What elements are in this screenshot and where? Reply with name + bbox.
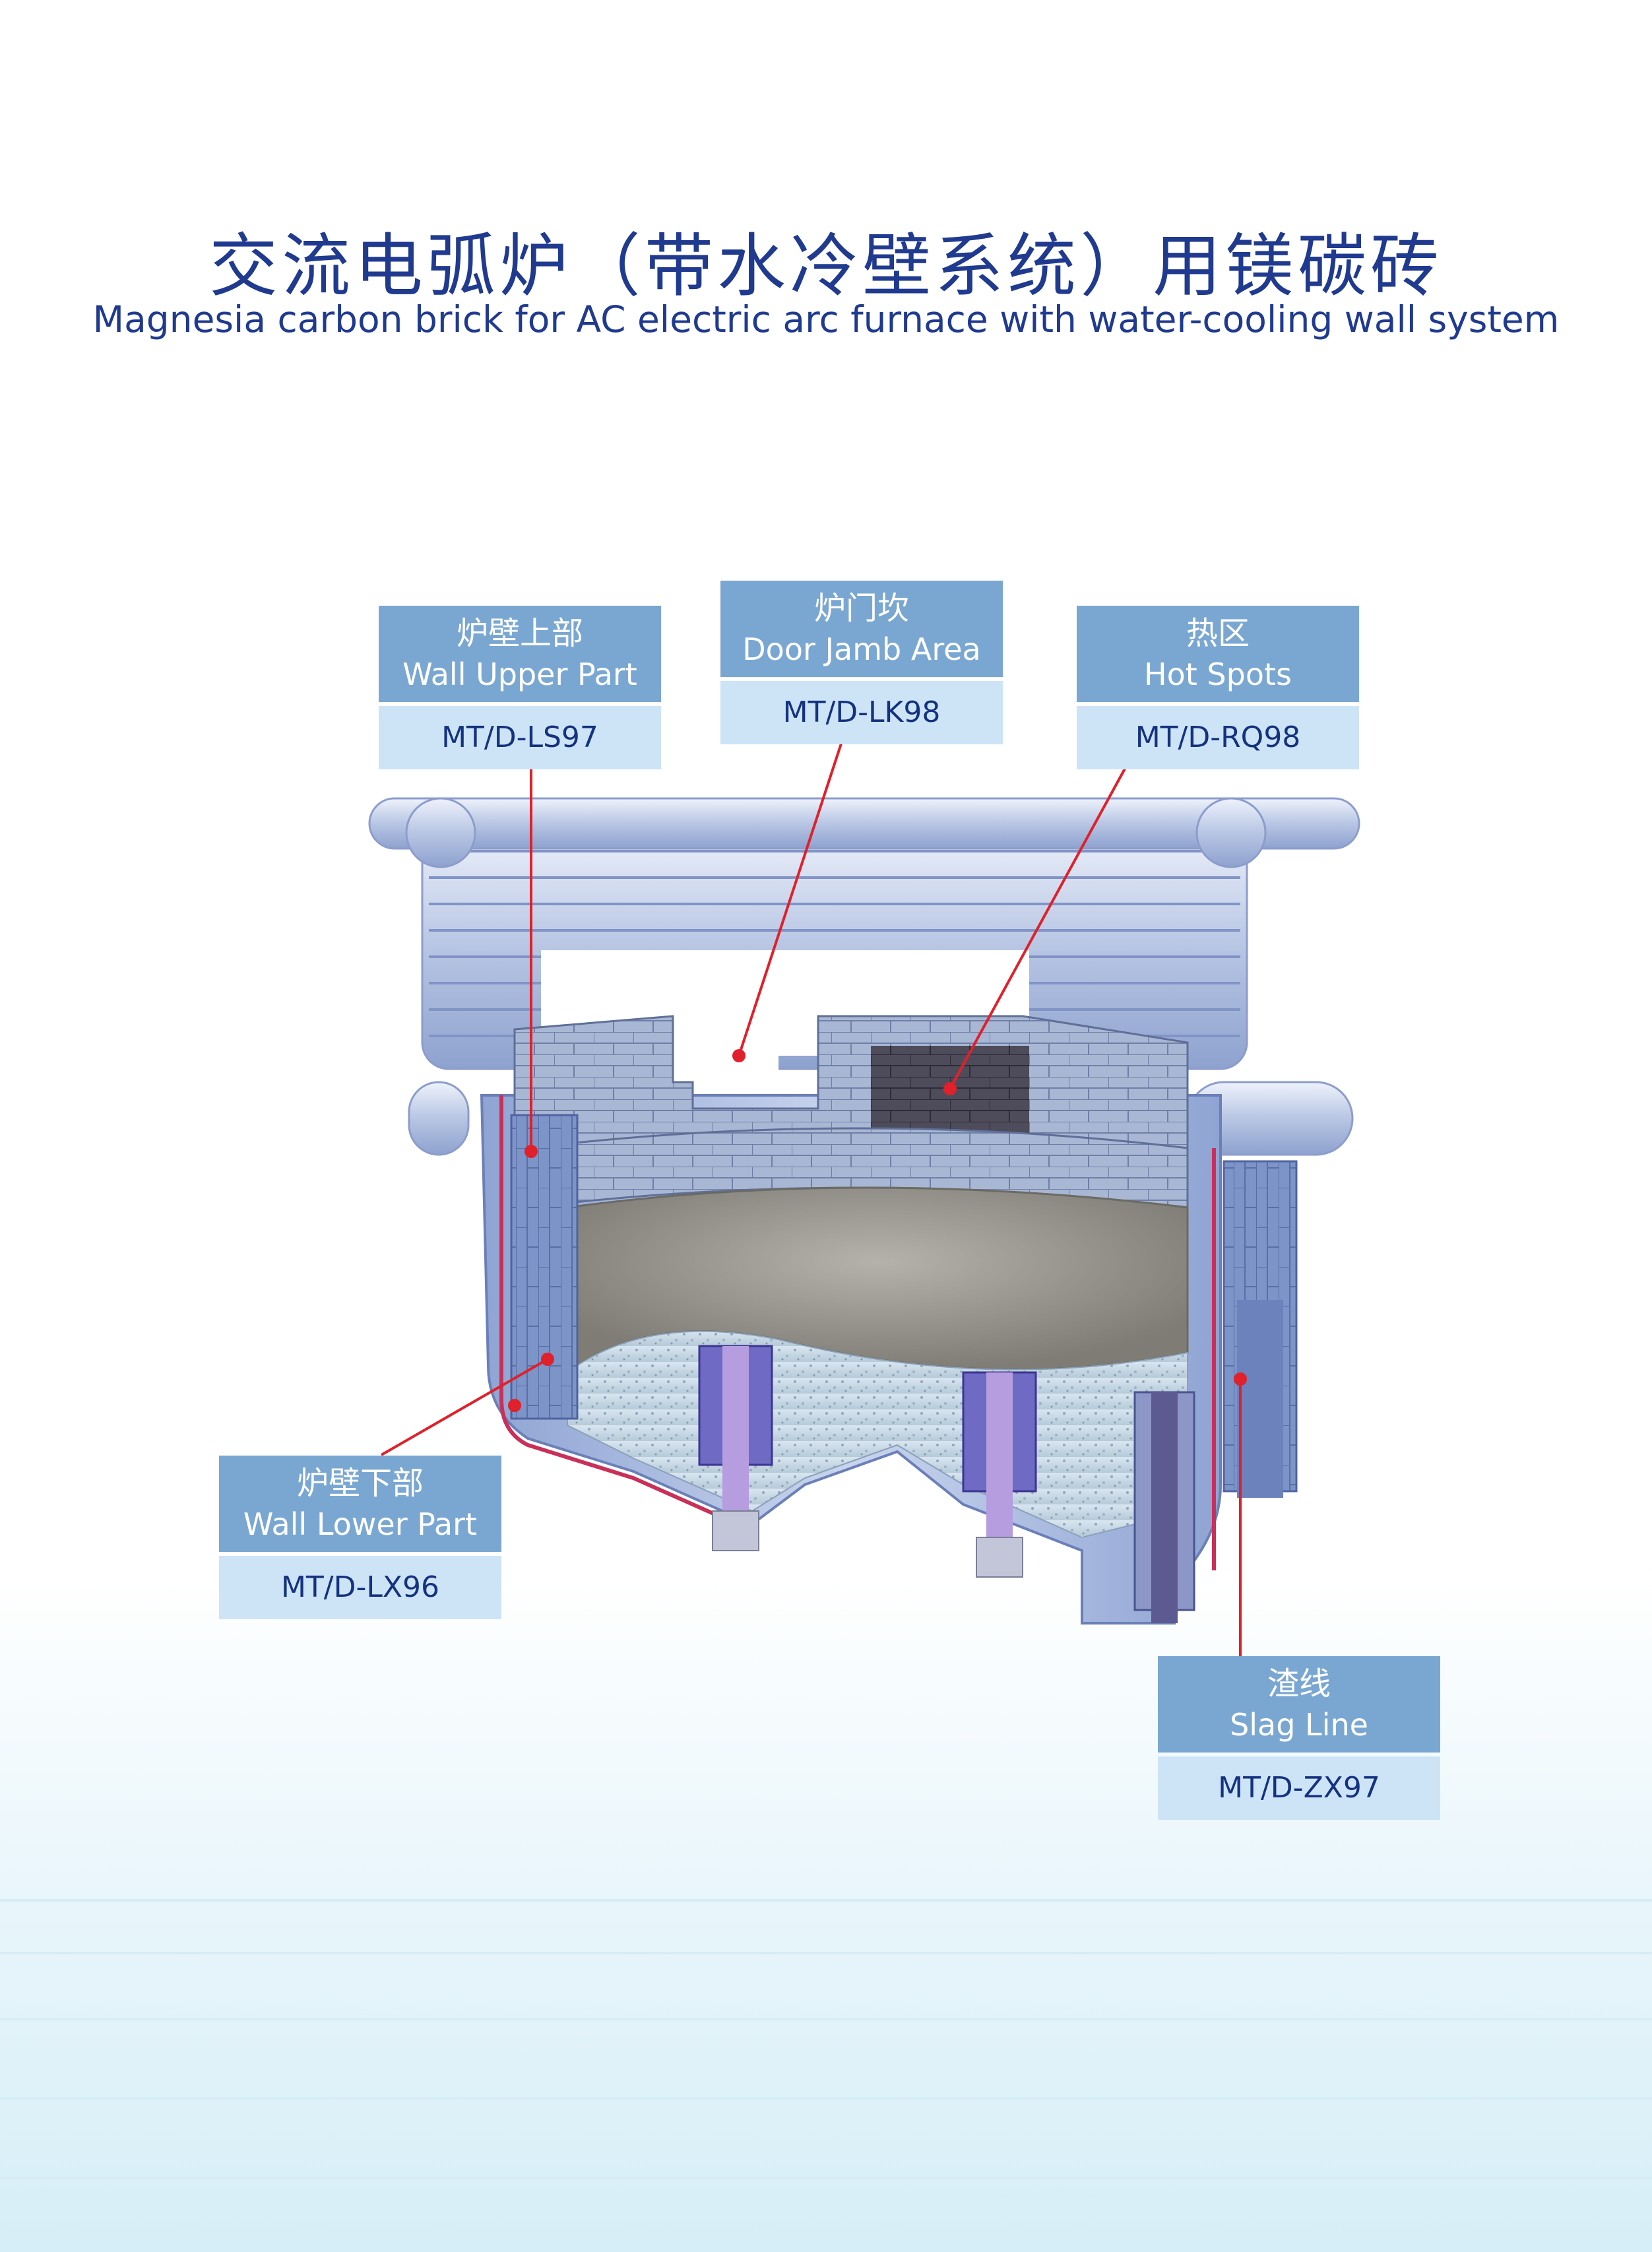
callout-product-code: MT/D-ZX97	[1158, 1756, 1440, 1820]
inner-lining-line	[499, 1095, 753, 1533]
callout-label-cn: 热区	[1186, 615, 1250, 652]
page-title-english: Magnesia carbon brick for AC electric ar…	[92, 298, 1560, 340]
background-lines	[0, 1899, 1652, 2179]
callout-door-jamb-area: 炉门坎 Door Jamb Area MT/D-LK98	[720, 581, 1003, 744]
callout-wall-lower-part: 炉壁下部 Wall Lower Part MT/D-LX96	[219, 1456, 501, 1619]
callout-label-cn: 炉门坎	[813, 590, 909, 627]
callout-product-code: MT/D-LK98	[720, 681, 1003, 744]
lower-pipe-ring	[408, 1081, 1354, 1156]
callout-slag-line: 渣线 Slag Line MT/D-ZX97	[1158, 1656, 1440, 1820]
callout-header: 炉壁下部 Wall Lower Part	[219, 1456, 501, 1552]
bottom-electrode-middle	[962, 1371, 1037, 1578]
page-title-chinese: 交流电弧炉（带水冷壁系统）用镁碳砖	[208, 226, 1443, 306]
callout-label-cn: 炉壁上部	[456, 615, 583, 652]
callout-label-en: Wall Lower Part	[243, 1506, 478, 1542]
callout-header: 炉壁上部 Wall Upper Part	[379, 606, 661, 702]
bottom-electrode-right	[1133, 1391, 1195, 1623]
water-cooling-wall	[368, 797, 1360, 1135]
leader-lines	[381, 743, 1242, 1656]
callout-label-en: Hot Spots	[1144, 657, 1292, 692]
callout-label-en: Door Jamb Area	[742, 631, 981, 667]
callout-label-cn: 渣线	[1267, 1665, 1331, 1702]
callout-product-code: MT/D-LX96	[219, 1556, 501, 1619]
left-wall-bricks	[510, 1114, 579, 1420]
brick-lining-back	[513, 1015, 1189, 1209]
callout-wall-upper-part: 炉壁上部 Wall Upper Part MT/D-LS97	[379, 606, 661, 769]
bottom-electrode-left	[698, 1345, 773, 1551]
leader-dots	[508, 1049, 1247, 1412]
callout-product-code: MT/D-LS97	[379, 706, 661, 769]
callout-header: 热区 Hot Spots	[1077, 606, 1359, 702]
callout-label-cn: 炉壁下部	[296, 1465, 424, 1502]
callout-product-code: MT/D-RQ98	[1077, 706, 1359, 769]
callout-header: 炉门坎 Door Jamb Area	[720, 581, 1003, 677]
callout-label-en: Wall Upper Part	[402, 657, 637, 692]
callout-hot-spots: 热区 Hot Spots MT/D-RQ98	[1077, 606, 1359, 769]
callout-header: 渣线 Slag Line	[1158, 1656, 1440, 1753]
callout-label-en: Slag Line	[1230, 1707, 1368, 1743]
